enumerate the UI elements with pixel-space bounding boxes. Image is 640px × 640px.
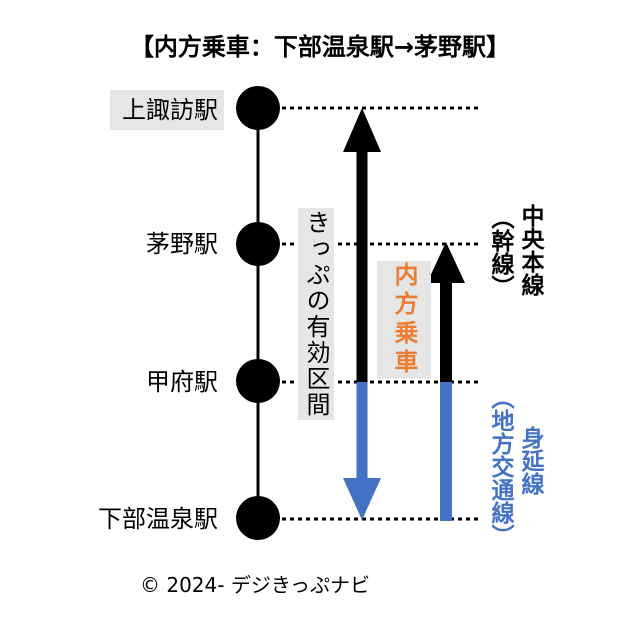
station-marker-chino	[236, 222, 280, 266]
station-label-chino: 茅野駅	[146, 230, 218, 258]
ride-arrow-head-up	[427, 242, 465, 283]
chuo-line-category: （幹線）	[487, 206, 513, 298]
station-label-kamisuwa: 上諏訪駅	[110, 90, 224, 130]
valid-arrow-head-down	[343, 478, 381, 520]
valid-arrow-head-up	[343, 108, 381, 152]
diagram-title: 【内方乗車：下部温泉駅→茅野駅】	[129, 33, 511, 61]
ride-label: 内方乗車	[377, 261, 431, 379]
valid-section-label: きっぷの有効区間	[298, 208, 334, 420]
station-label-kofu: 甲府駅	[146, 368, 218, 396]
minobu-line-name: 身延線	[517, 425, 543, 495]
chuo-line-name: 中央本線	[517, 204, 543, 296]
station-label-shimobe-onsen: 下部温泉駅	[98, 505, 218, 533]
minobu-line-category: （地方交通線）	[487, 386, 513, 547]
ride-arrow	[427, 242, 465, 521]
station-marker-kofu	[236, 359, 280, 403]
valid-section-arrow	[343, 108, 381, 520]
station-markers	[236, 86, 280, 540]
copyright-footer: © 2024- デジきっぷナビ	[140, 573, 371, 597]
station-marker-kamisuwa	[236, 86, 280, 130]
station-marker-shimobe-onsen	[236, 496, 280, 540]
